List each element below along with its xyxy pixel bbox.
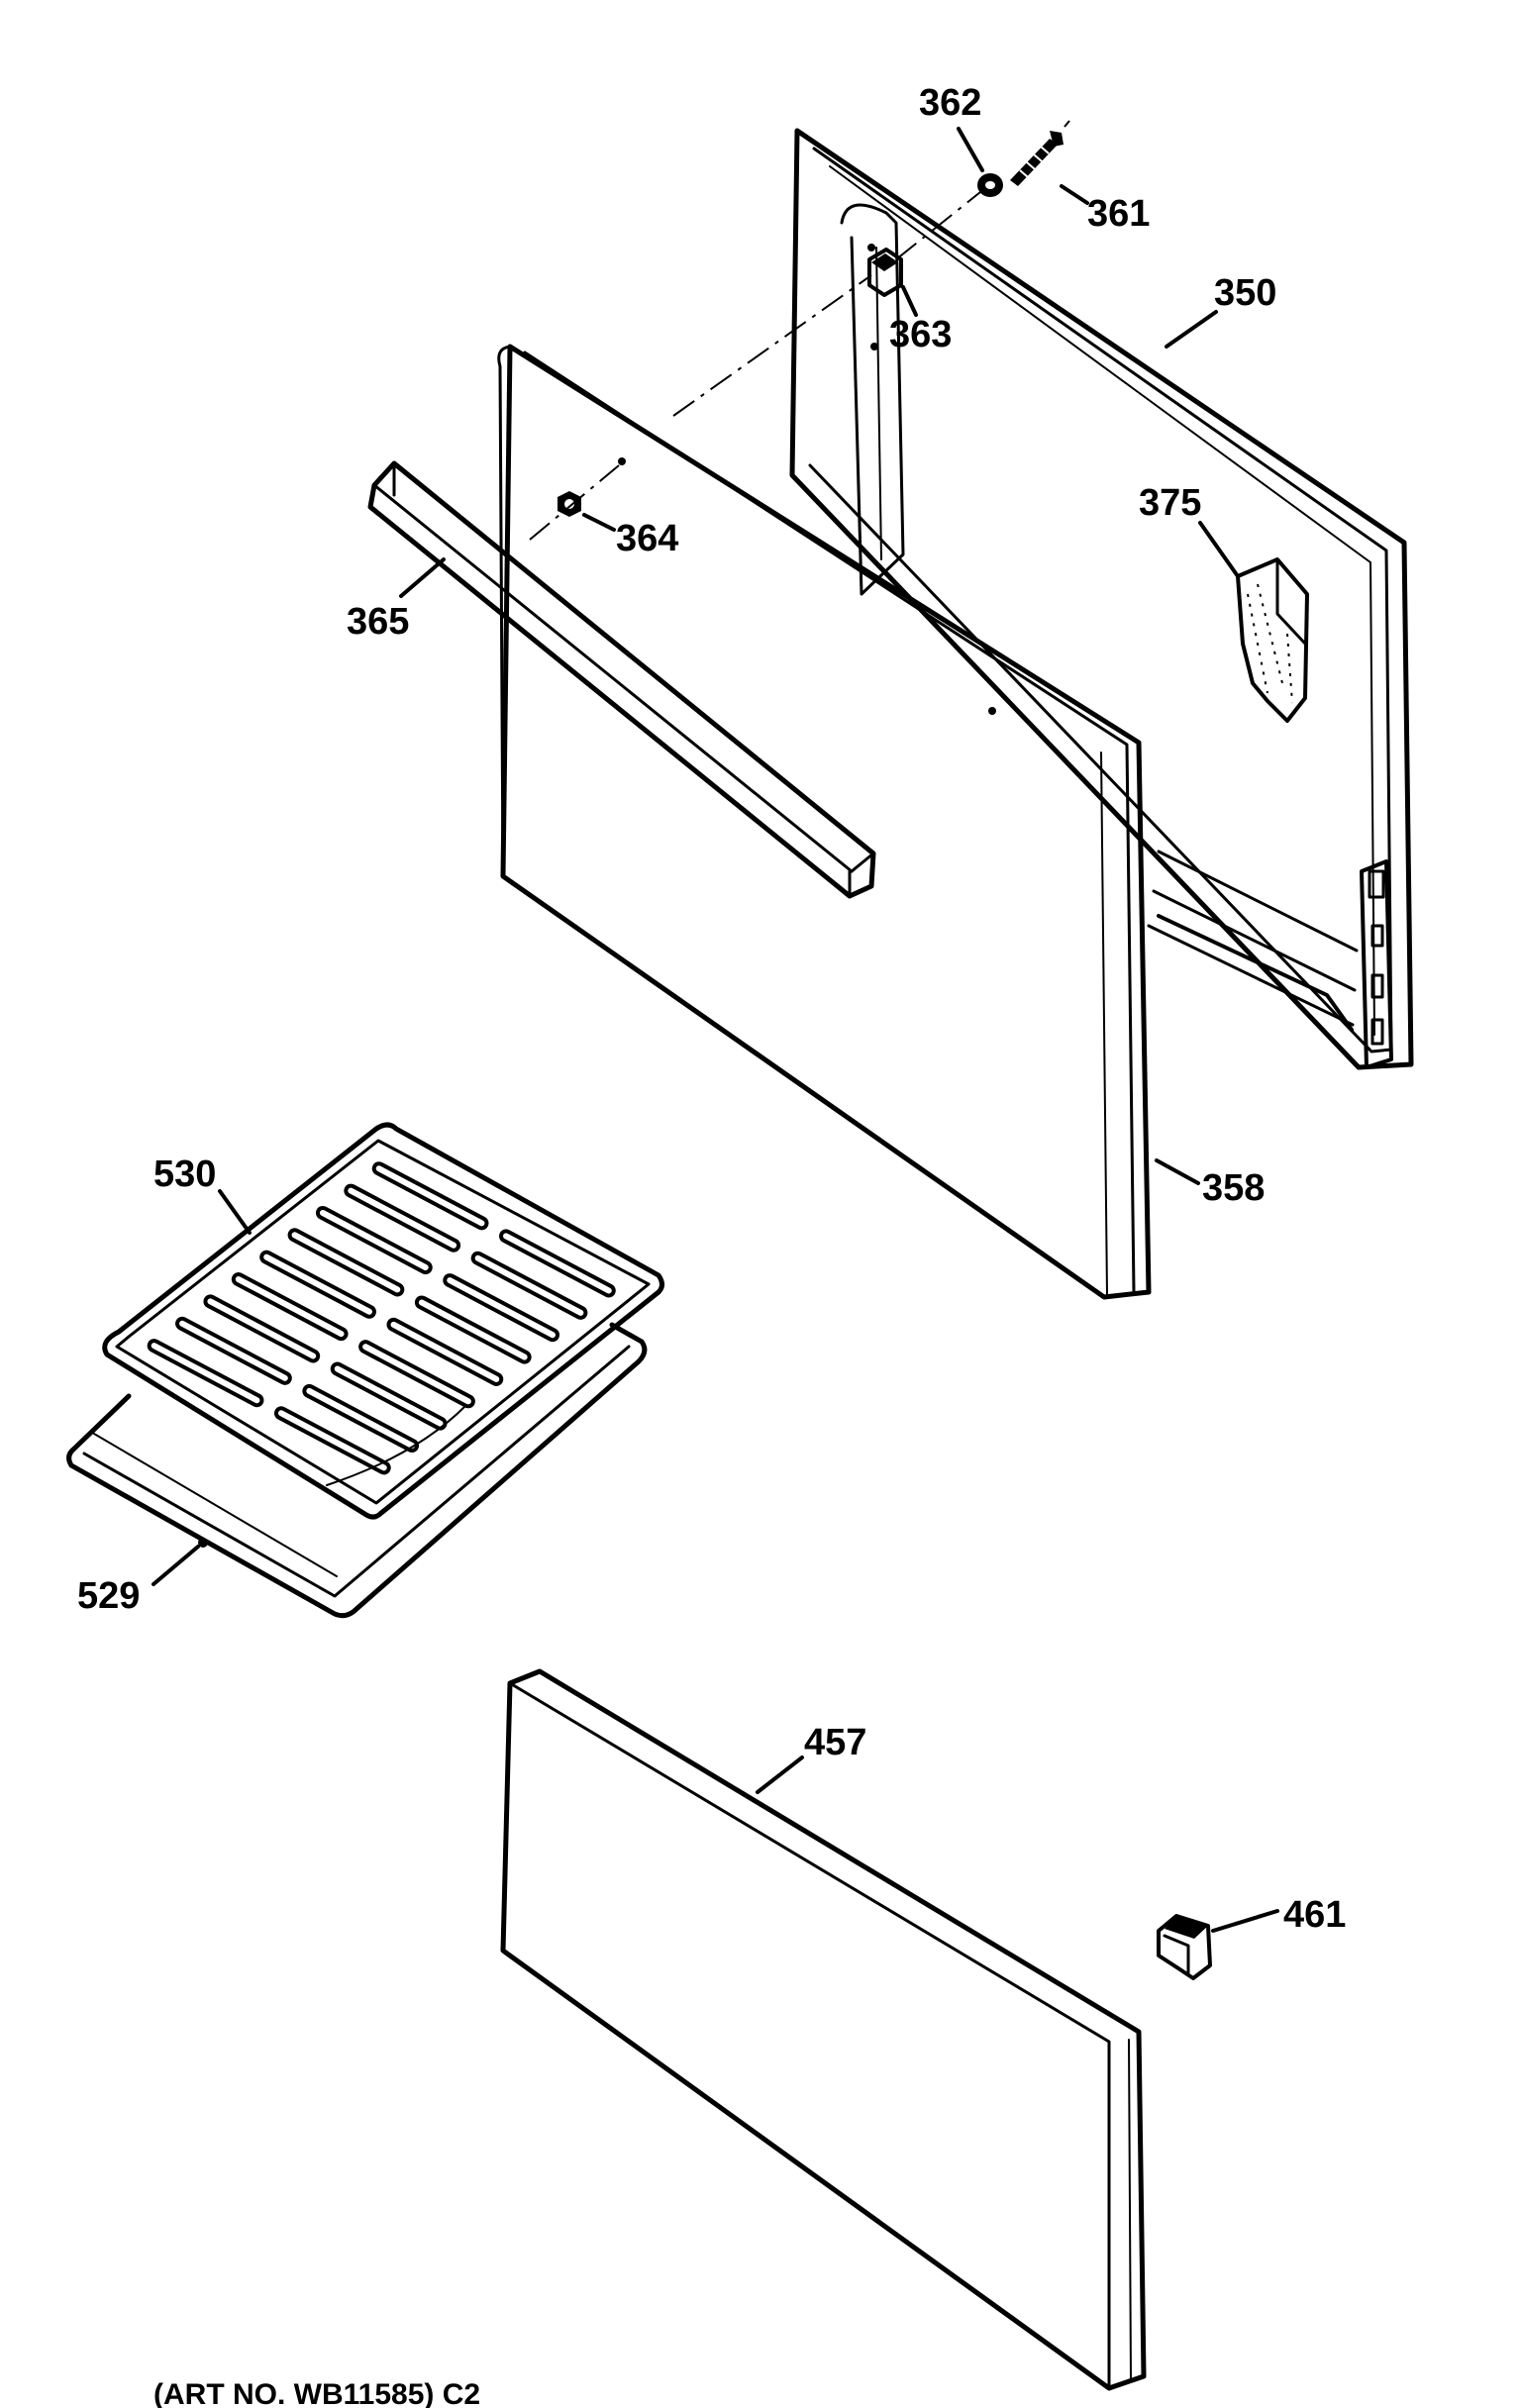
insulation-375 (1236, 557, 1309, 723)
broiler-pan-529 (66, 1322, 648, 1619)
grid-slot-inner (179, 1320, 288, 1381)
label-375: 375 (1139, 482, 1201, 524)
grid-slot-inner (235, 1276, 345, 1338)
grid-slot-inner (207, 1298, 317, 1359)
spacer-363 (867, 248, 903, 297)
washer-362 (977, 173, 1003, 197)
grid-slot-inner (334, 1365, 444, 1427)
grid-slot-inner (263, 1254, 372, 1315)
leader-lines (152, 127, 1279, 1933)
assembly-lines (529, 120, 1070, 541)
grid-slot-inner (390, 1321, 500, 1382)
label-365: 365 (347, 601, 409, 643)
grid-slot-inner (474, 1254, 584, 1316)
grid-slot-inner (291, 1232, 401, 1293)
grid-slot-inner (277, 1410, 387, 1471)
grid-slot-inner (151, 1343, 260, 1404)
label-350: 350 (1214, 272, 1276, 314)
clip-461 (1157, 1914, 1212, 1980)
label-363: 363 (889, 314, 952, 355)
drawer-panel-457 (500, 1668, 1147, 2391)
grid-slot-inner (503, 1233, 612, 1294)
label-530: 530 (153, 1154, 216, 1195)
part-labels: 362 361 350 363 375 364 365 358 530 529 … (77, 82, 1346, 2408)
label-529: 529 (77, 1575, 140, 1617)
screw-361 (1010, 131, 1064, 186)
label-361: 361 (1087, 193, 1150, 235)
broiler-grid-530 (102, 1122, 664, 1520)
label-457: 457 (804, 1722, 866, 1763)
art-number-caption: (ART NO. WB11585) C2 (153, 2378, 480, 2408)
label-362: 362 (919, 82, 981, 124)
grid-slot-inner (375, 1165, 485, 1227)
grid-slot-inner (348, 1187, 457, 1249)
label-364: 364 (616, 518, 678, 559)
fasteners (558, 131, 1064, 517)
grid-slot-inner (306, 1387, 416, 1450)
inner-door-liner-350 (789, 128, 1414, 1070)
grid-slot-inner (418, 1299, 528, 1360)
grid-slot-inner (447, 1277, 557, 1339)
grid-slots (147, 1161, 616, 1475)
label-461: 461 (1283, 1894, 1346, 1936)
grid-slot-inner (362, 1344, 471, 1405)
outer-door-panel-358 (497, 344, 1152, 1300)
grid-slot-inner (319, 1209, 429, 1271)
door-handle-365 (367, 460, 876, 899)
label-358: 358 (1202, 1167, 1265, 1209)
